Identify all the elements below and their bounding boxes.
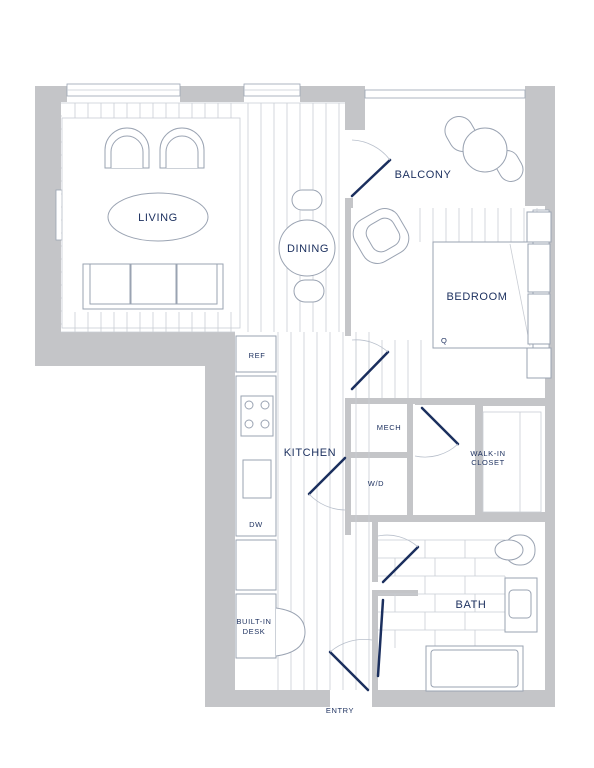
wood-planks-vertical [247, 103, 538, 690]
walls [35, 86, 555, 707]
label-balcony: BALCONY [395, 169, 452, 181]
label-walkin-2: CLOSET [471, 458, 505, 467]
label-dining: DINING [287, 243, 329, 255]
kitchen-counter [235, 335, 306, 659]
room-labels: LIVING DINING BALCONY BEDROOM KITCHEN BA… [138, 169, 507, 715]
bath-fixtures [425, 534, 538, 692]
label-bed-q: Q [441, 336, 447, 345]
label-bedroom: BEDROOM [446, 291, 507, 303]
label-living: LIVING [138, 212, 178, 224]
bedroom-furniture [352, 208, 552, 379]
label-entry: ENTRY [326, 706, 354, 715]
balcony-furniture [444, 116, 524, 182]
label-bath: BATH [456, 599, 487, 611]
label-desk-2: DESK [243, 627, 266, 636]
label-ref: REF [249, 351, 266, 360]
label-kitchen: KITCHEN [284, 447, 336, 459]
fixture-labels: REF MECH W/D DW WALK-IN CLOSET BUILT-IN … [236, 336, 505, 636]
label-dw: DW [249, 520, 263, 529]
living-furniture [61, 117, 241, 329]
dining-table [278, 189, 336, 303]
label-walkin-1: WALK-IN [470, 449, 505, 458]
label-mech: MECH [377, 423, 401, 432]
label-desk-1: BUILT-IN [236, 617, 271, 626]
closet-shelving [482, 411, 542, 513]
living-floor [61, 102, 345, 333]
label-wd: W/D [368, 479, 384, 488]
living-planks [61, 103, 232, 332]
bath-tiles [378, 539, 506, 648]
doors [307, 139, 460, 692]
